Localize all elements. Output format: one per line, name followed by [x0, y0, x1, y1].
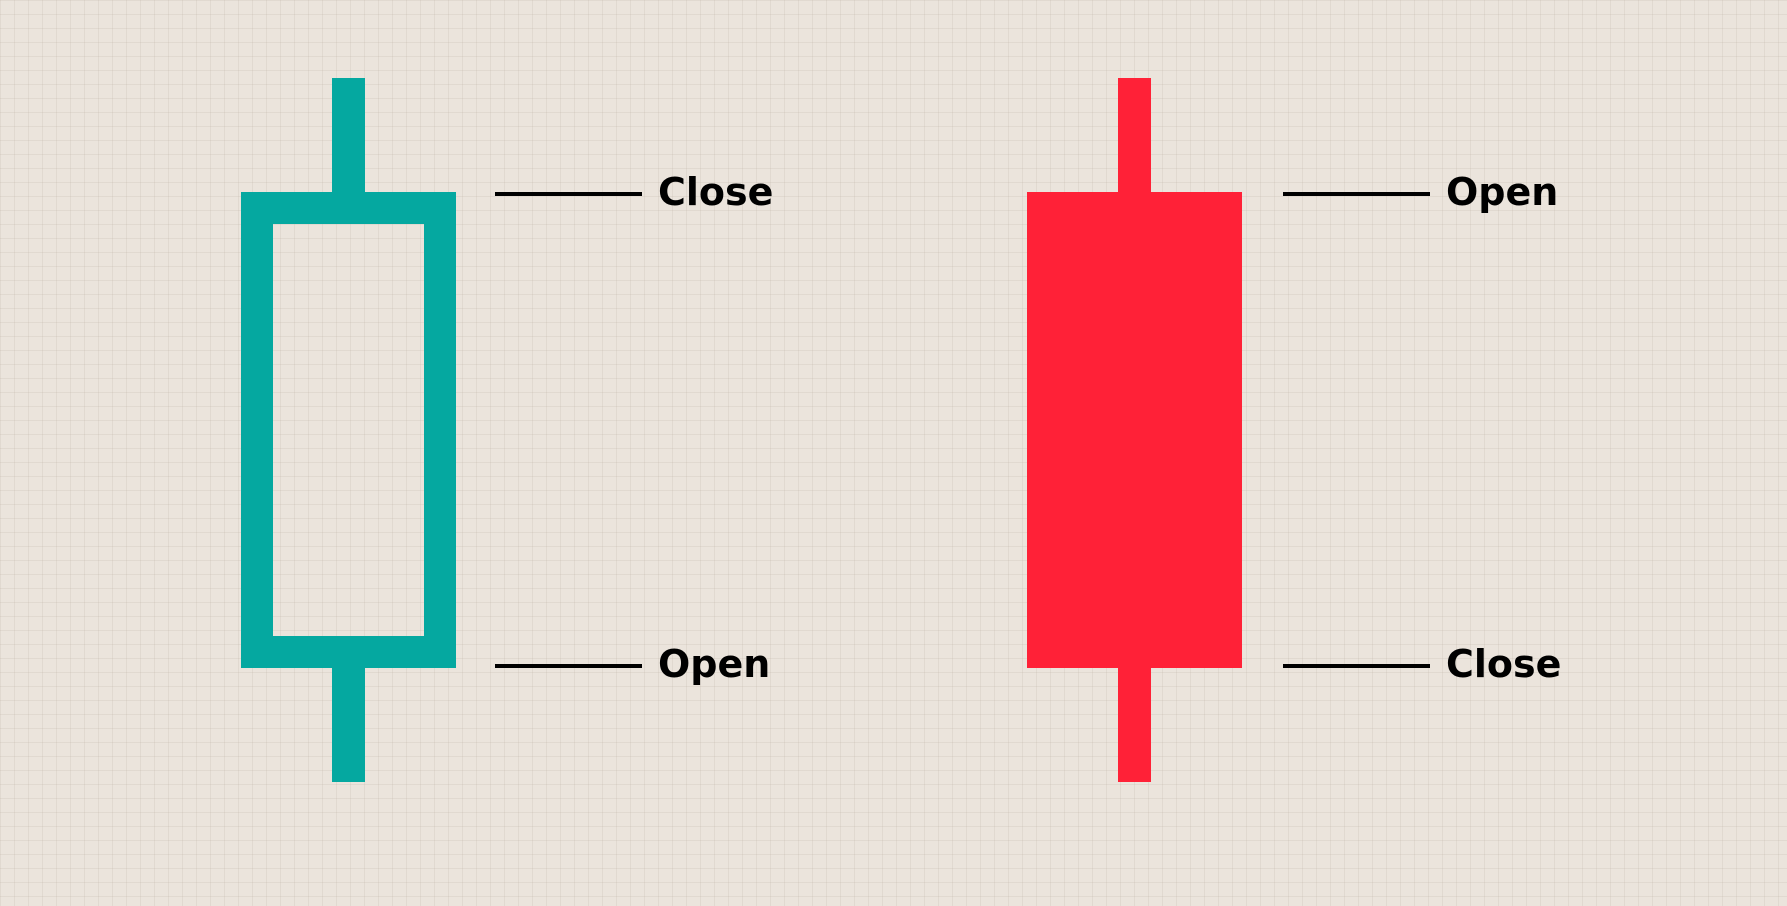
- bearish-body: [1027, 192, 1242, 668]
- bullish-upper-wick: [332, 78, 365, 193]
- bullish-body: [241, 192, 456, 668]
- bearish-upper-wick: [1118, 78, 1151, 193]
- bullish-open-label: Open: [658, 642, 771, 686]
- bearish-open-leader-line: [1283, 192, 1430, 196]
- bearish-close-leader-line: [1283, 664, 1430, 668]
- bearish-close-label: Close: [1446, 642, 1562, 686]
- bullish-lower-wick: [332, 667, 365, 782]
- bullish-open-leader-line: [495, 664, 642, 668]
- bullish-close-leader-line: [495, 192, 642, 196]
- bearish-open-label: Open: [1446, 170, 1559, 214]
- bullish-close-label: Close: [658, 170, 774, 214]
- bearish-lower-wick: [1118, 667, 1151, 782]
